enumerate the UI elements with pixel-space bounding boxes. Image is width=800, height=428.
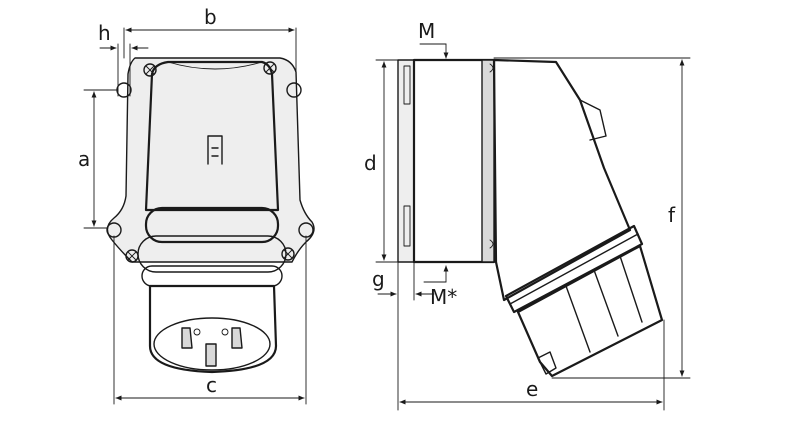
front-collar <box>144 206 280 244</box>
label-h: h <box>98 21 111 45</box>
front-flange <box>106 57 315 263</box>
screw-tl <box>143 63 157 77</box>
side-wall-plate <box>397 59 415 263</box>
logo-mark-icon <box>207 135 223 165</box>
label-d: d <box>364 151 377 175</box>
label-M-star: M* <box>430 285 457 309</box>
label-a: a <box>78 147 90 171</box>
front-dimensions: b h a c <box>78 5 307 405</box>
side-dimensions: M d g M* e f <box>364 19 691 411</box>
label-e: e <box>526 377 538 401</box>
side-angled-plug <box>492 58 632 302</box>
label-b: b <box>204 5 217 29</box>
label-c: c <box>206 373 217 397</box>
label-f: f <box>668 203 676 227</box>
front-plug <box>148 284 278 374</box>
front-body <box>144 60 280 212</box>
front-plug-face <box>153 317 271 371</box>
side-view <box>397 58 664 378</box>
pins <box>181 327 243 367</box>
mount-hole-tr <box>286 82 302 98</box>
label-g: g <box>372 267 385 291</box>
front-ring <box>137 235 287 273</box>
front-view <box>106 57 315 374</box>
label-M: M <box>418 19 435 43</box>
side-collar <box>504 224 644 314</box>
